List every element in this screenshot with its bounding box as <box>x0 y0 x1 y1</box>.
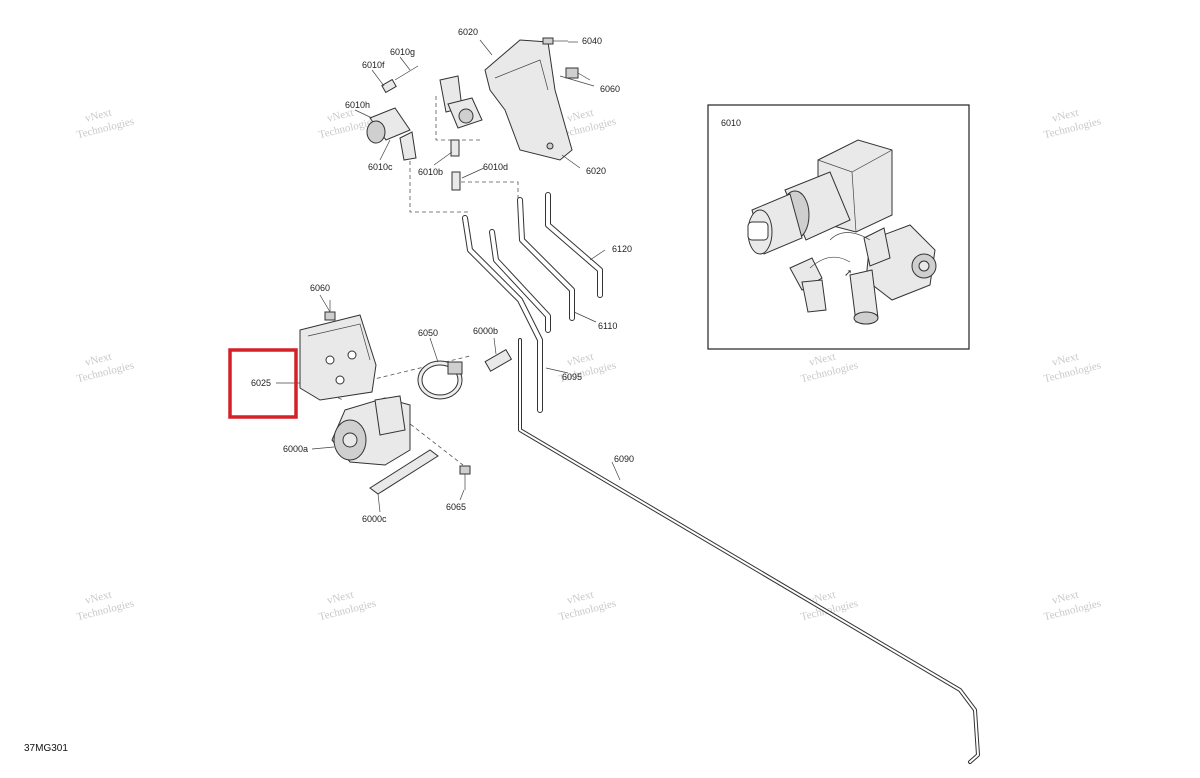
inset-label: 6010 <box>721 118 741 128</box>
fitting-6010f <box>381 65 419 94</box>
callout-6040: 6040 <box>582 36 602 46</box>
callout-6010d: 6010d <box>483 162 508 172</box>
callout-6120: 6120 <box>612 244 632 254</box>
callout-6000b: 6000b <box>473 326 498 336</box>
callout-6025: 6025 <box>251 378 271 388</box>
tube-6090 <box>518 338 980 764</box>
heat-shield-6020 <box>484 39 573 161</box>
clamp-6050 <box>417 360 463 400</box>
inset-detail-6010: 6010 ➚ <box>707 104 970 350</box>
leader-lines <box>276 39 621 513</box>
pump-6000a <box>331 395 411 466</box>
bolt-6065 <box>459 465 471 490</box>
solenoid-6010c <box>366 107 417 161</box>
callout-6010h: 6010h <box>345 100 370 110</box>
callout-6065: 6065 <box>446 502 466 512</box>
hose-6120 <box>545 192 603 298</box>
highlight-box-6025 <box>228 348 298 419</box>
callout-6010c: 6010c <box>368 162 393 172</box>
bolt-6060-lower <box>324 300 336 321</box>
callout-6110: 6110 <box>598 321 617 331</box>
fitting-6000b <box>484 348 513 372</box>
callout-6020: 6020 <box>458 27 478 37</box>
screw-6040 <box>542 37 568 45</box>
callout-6010b: 6010b <box>418 167 443 177</box>
callout-6095: 6095 <box>562 372 582 382</box>
bolt-6060-top <box>565 67 591 81</box>
arrow-glyph-icon: ➚ <box>844 268 852 279</box>
callout-labels: 6020 6040 6010g 6010f 6060 6010h 6020 60… <box>251 27 634 524</box>
callout-6060-top: 6060 <box>600 84 620 94</box>
callout-6020-lower: 6020 <box>586 166 606 176</box>
callout-6090: 6090 <box>614 454 634 464</box>
callout-6010f: 6010f <box>362 60 385 70</box>
callout-6000c: 6000c <box>362 514 387 524</box>
hose-6095 <box>462 215 551 413</box>
valve-bracket-6010h <box>439 75 483 129</box>
fitting-6010d <box>451 171 461 191</box>
callout-6050: 6050 <box>418 328 438 338</box>
callout-6060-lower: 6060 <box>310 283 330 293</box>
callout-6010g: 6010g <box>390 47 415 57</box>
diagram-code: 37MG301 <box>24 743 68 754</box>
hose-6110 <box>517 197 575 321</box>
fitting-6010b <box>450 139 460 157</box>
bracket-6025 <box>299 314 377 401</box>
pad-6000c <box>369 449 439 495</box>
callout-6000a: 6000a <box>283 444 308 454</box>
